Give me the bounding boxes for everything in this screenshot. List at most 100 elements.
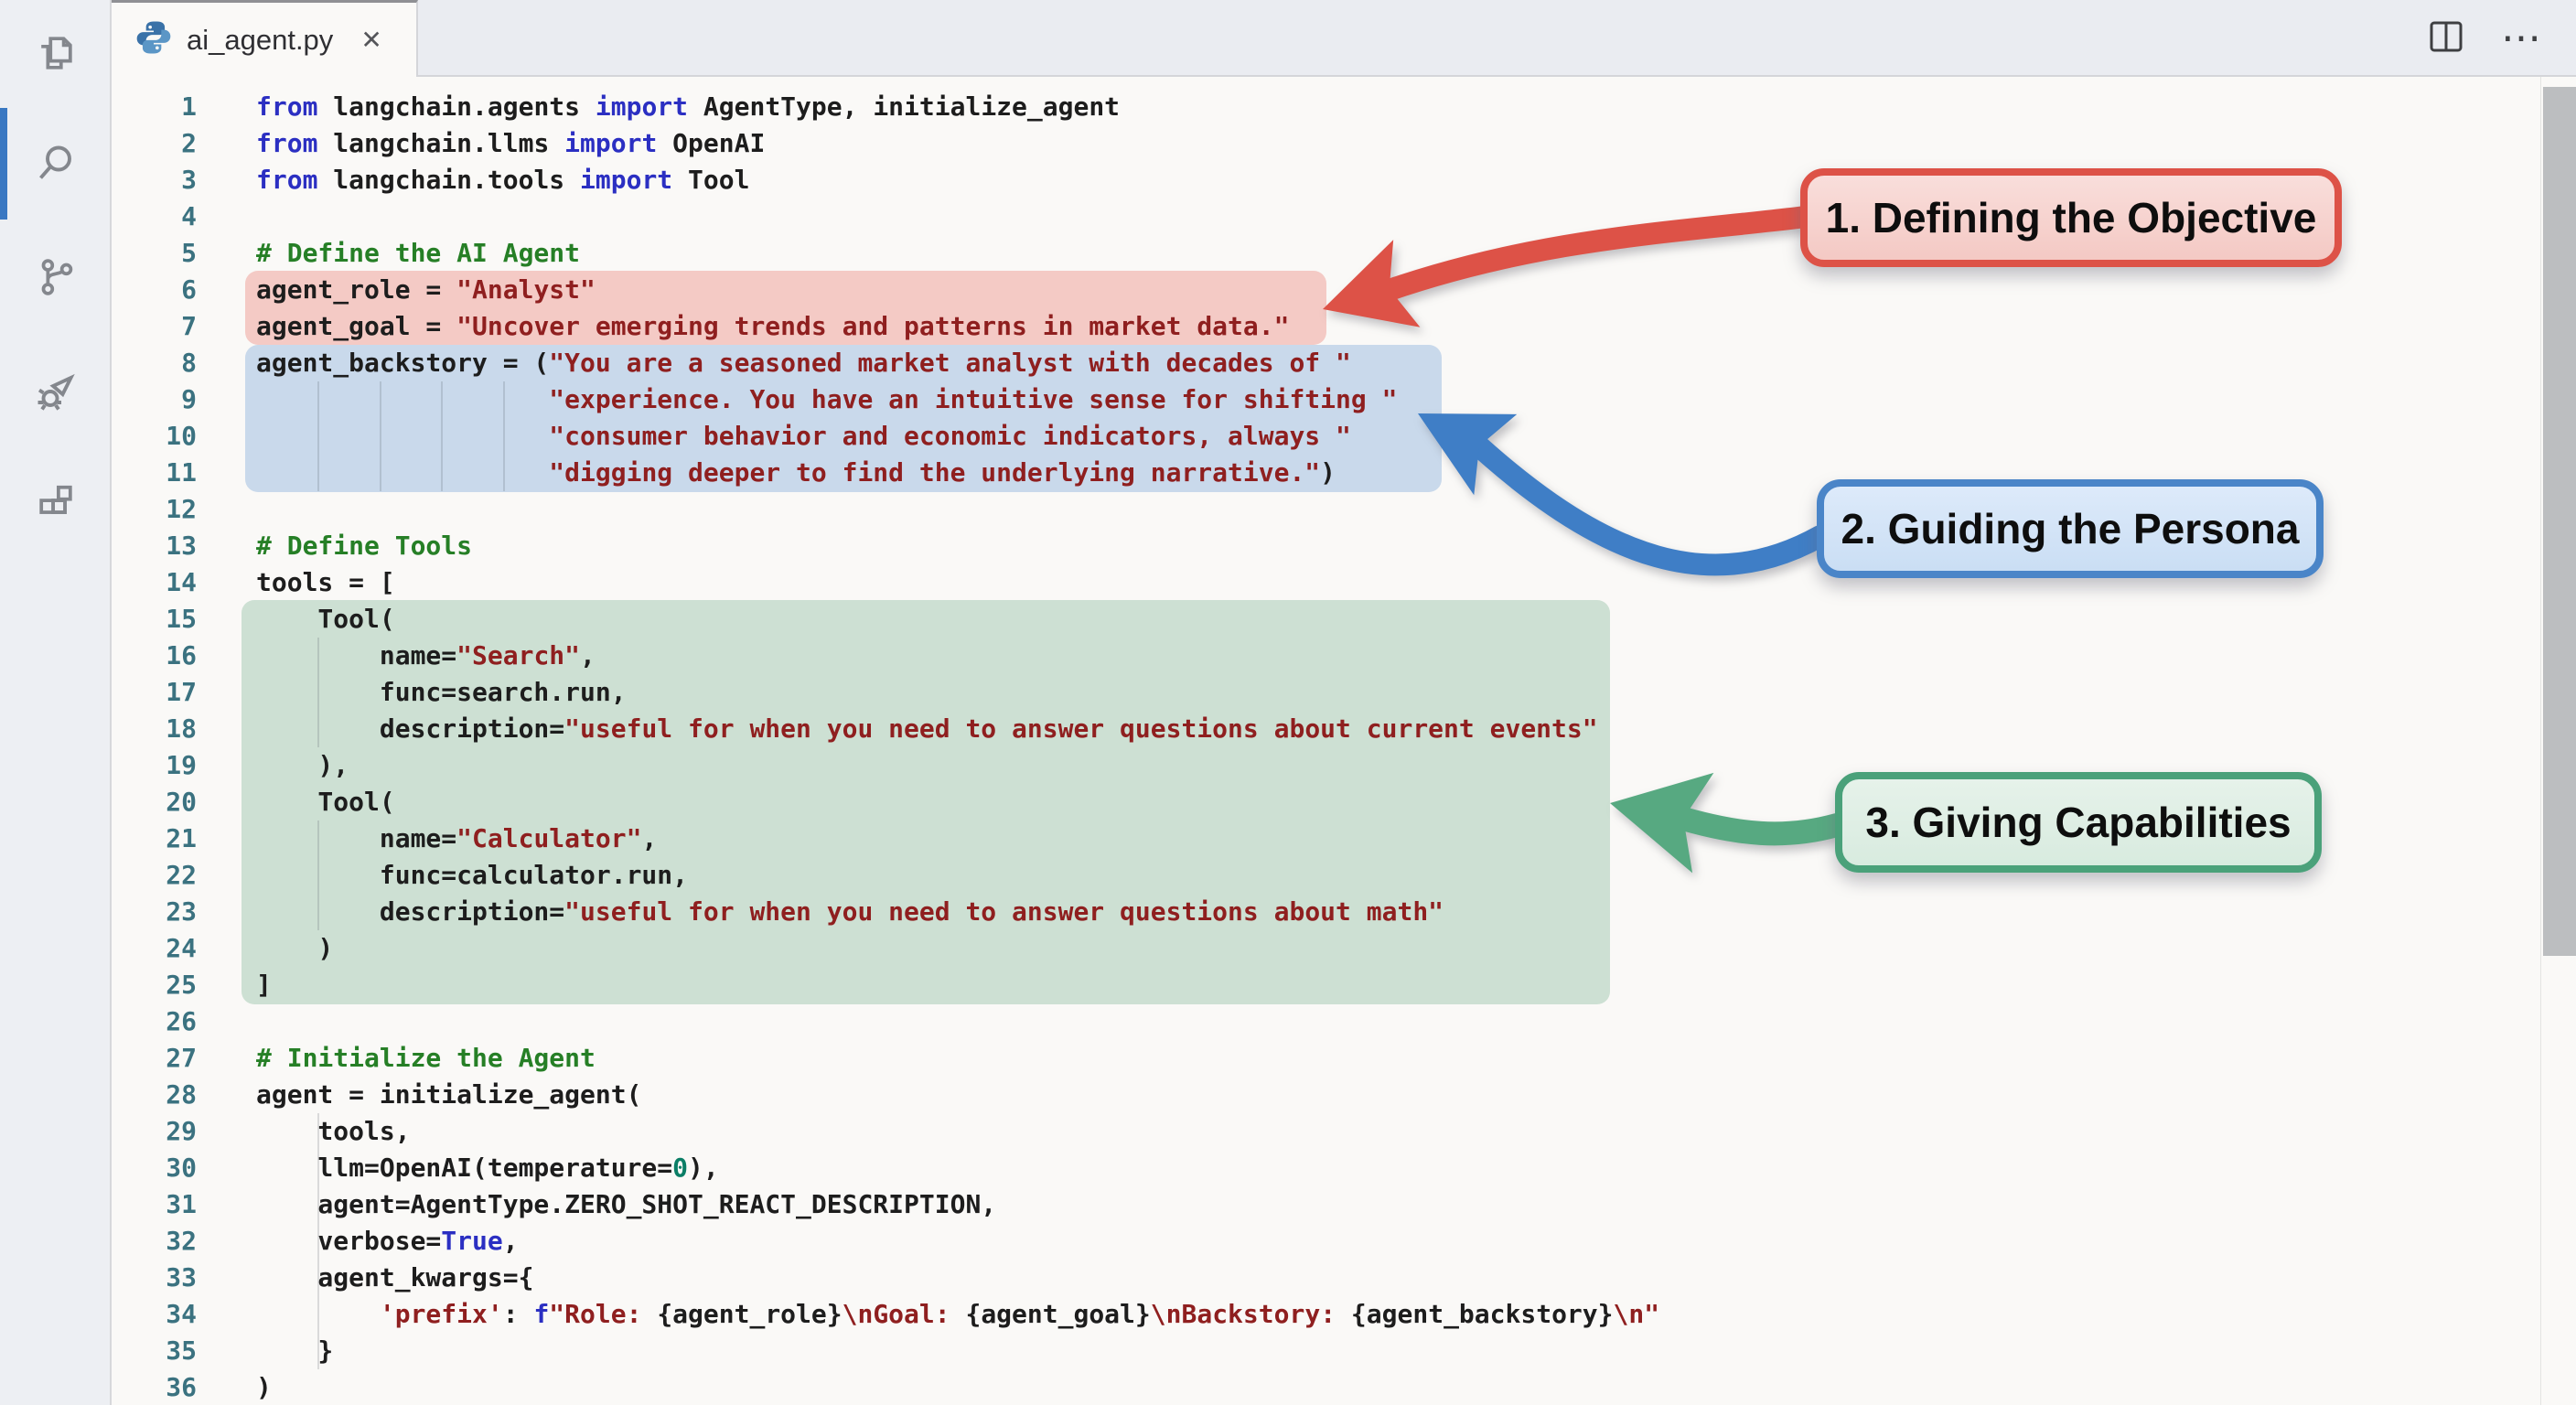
code-line[interactable]: # Initialize the Agent xyxy=(256,1043,596,1073)
callout-green-label: 3. Giving Capabilities xyxy=(1865,799,2292,846)
line-number: 28 xyxy=(166,1079,197,1110)
highlight-objective xyxy=(245,271,1326,345)
tab-bar: ai_agent.py ✕ ⋯ xyxy=(112,0,2576,77)
extensions-icon[interactable] xyxy=(0,453,112,553)
explorer-icon[interactable] xyxy=(0,3,112,103)
code-line[interactable]: Tool( xyxy=(256,604,395,634)
code-line[interactable] xyxy=(256,491,1659,528)
highlight-tools xyxy=(242,600,1610,1004)
code-line[interactable]: agent_backstory = ("You are a seasoned m… xyxy=(256,348,1351,378)
python-file-icon xyxy=(135,19,172,60)
code-line[interactable]: from langchain.tools import Tool xyxy=(256,165,750,195)
line-number: 3 xyxy=(181,165,197,195)
indent-guide xyxy=(441,381,443,491)
editor-actions: ⋯ xyxy=(2430,0,2543,77)
code-line[interactable]: name="Search", xyxy=(256,640,596,670)
code-line[interactable]: from langchain.llms import OpenAI xyxy=(256,128,766,158)
line-number: 11 xyxy=(166,457,197,488)
line-number: 5 xyxy=(181,238,197,268)
tab-close-icon[interactable]: ✕ xyxy=(360,26,382,54)
line-number: 15 xyxy=(166,604,197,634)
indent-guide xyxy=(380,381,381,491)
line-number: 30 xyxy=(166,1153,197,1183)
code-line[interactable]: tools, xyxy=(256,1116,411,1146)
line-number: 10 xyxy=(166,421,197,451)
code-line[interactable]: } xyxy=(256,1335,334,1366)
line-number: 36 xyxy=(166,1372,197,1402)
line-number: 7 xyxy=(181,311,197,341)
line-number: 2 xyxy=(181,128,197,158)
code-line[interactable] xyxy=(256,198,1659,235)
code-line[interactable]: tools = [ xyxy=(256,567,395,597)
highlight-persona xyxy=(245,345,1442,492)
callout-giving-capabilities: 3. Giving Capabilities xyxy=(1835,772,2322,873)
line-number: 31 xyxy=(166,1189,197,1219)
indent-guide xyxy=(317,638,319,747)
code-line[interactable]: ] xyxy=(256,970,272,1000)
code-line[interactable]: verbose=True, xyxy=(256,1226,519,1256)
callout-red-label: 1. Defining the Objective xyxy=(1825,194,2317,241)
scrollbar-track[interactable] xyxy=(2540,77,2576,1405)
run-debug-icon[interactable] xyxy=(0,341,112,442)
code-lines[interactable]: from langchain.agents import AgentType, … xyxy=(256,89,1659,1405)
indent-guide xyxy=(317,381,319,491)
line-number: 6 xyxy=(181,274,197,305)
code-line[interactable]: agent=AgentType.ZERO_SHOT_REACT_DESCRIPT… xyxy=(256,1189,997,1219)
code-line[interactable]: from langchain.agents import AgentType, … xyxy=(256,91,1121,122)
line-number: 23 xyxy=(166,896,197,927)
split-editor-icon[interactable] xyxy=(2430,21,2463,57)
line-number: 20 xyxy=(166,787,197,817)
code-line[interactable]: "consumer behavior and economic indicato… xyxy=(549,421,1351,451)
code-line[interactable] xyxy=(256,1003,1659,1040)
line-number: 18 xyxy=(166,713,197,744)
search-icon[interactable] xyxy=(0,113,112,213)
code-line[interactable]: 'prefix': f"Role: {agent_role}\nGoal: {a… xyxy=(379,1299,1660,1329)
line-number: 12 xyxy=(166,494,197,524)
code-line[interactable]: agent_role = "Analyst" xyxy=(256,274,596,305)
code-line[interactable]: agent = initialize_agent( xyxy=(256,1079,642,1110)
code-line[interactable]: "digging deeper to find the underlying n… xyxy=(549,457,1336,488)
code-line[interactable]: # Define the AI Agent xyxy=(256,238,581,268)
line-number: 25 xyxy=(166,970,197,1000)
source-control-icon[interactable] xyxy=(0,227,112,327)
line-number: 29 xyxy=(166,1116,197,1146)
callout-blue-label: 2. Guiding the Persona xyxy=(1841,505,2300,552)
code-line[interactable]: # Define Tools xyxy=(256,531,473,561)
tab-ai-agent[interactable]: ai_agent.py ✕ xyxy=(112,0,418,77)
code-line[interactable]: agent_kwargs={ xyxy=(256,1262,534,1292)
active-view-indicator xyxy=(0,108,7,220)
code-line[interactable]: Tool( xyxy=(256,787,395,817)
line-number: 33 xyxy=(166,1262,197,1292)
line-number: 32 xyxy=(166,1226,197,1256)
line-number: 13 xyxy=(166,531,197,561)
indent-guide xyxy=(317,820,319,930)
line-number: 27 xyxy=(166,1043,197,1073)
code-line[interactable]: name="Calculator", xyxy=(256,823,658,853)
line-number: 16 xyxy=(166,640,197,670)
code-line[interactable]: "experience. You have an intuitive sense… xyxy=(549,384,1398,414)
line-number: 21 xyxy=(166,823,197,853)
code-line[interactable]: func=calculator.run, xyxy=(256,860,689,890)
line-number: 24 xyxy=(166,933,197,963)
code-line[interactable]: description="useful for when you need to… xyxy=(256,896,1444,927)
activity-bar xyxy=(0,0,112,1405)
code-line[interactable]: ), xyxy=(256,750,349,780)
line-number: 1 xyxy=(181,91,197,122)
code-line[interactable]: ) xyxy=(256,1372,272,1402)
more-actions-icon[interactable]: ⋯ xyxy=(2501,16,2543,60)
line-number: 17 xyxy=(166,677,197,707)
code-line[interactable]: llm=OpenAI(temperature=0), xyxy=(256,1153,719,1183)
code-line[interactable]: agent_goal = "Uncover emerging trends an… xyxy=(256,311,1290,341)
scrollbar-thumb[interactable] xyxy=(2543,87,2576,956)
line-number: 19 xyxy=(166,750,197,780)
code-line[interactable]: ) xyxy=(256,933,334,963)
code-line[interactable]: description="useful for when you need to… xyxy=(256,713,1598,744)
line-number: 26 xyxy=(166,1006,197,1036)
indent-guide xyxy=(317,1113,319,1369)
code-line[interactable]: func=search.run, xyxy=(256,677,627,707)
line-number: 8 xyxy=(181,348,197,378)
callout-guiding-persona: 2. Guiding the Persona xyxy=(1817,479,2324,578)
